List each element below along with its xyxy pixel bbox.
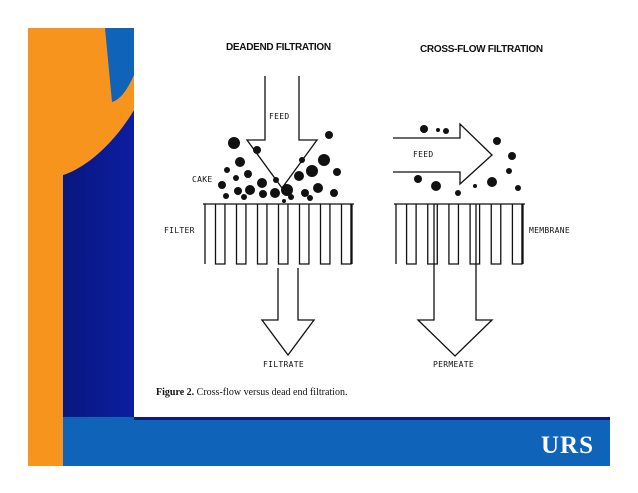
cake-particle bbox=[281, 184, 293, 196]
cake-particle bbox=[282, 199, 286, 203]
crossflow-particle bbox=[443, 128, 449, 134]
crossflow-particle bbox=[473, 184, 477, 188]
cake-particle bbox=[233, 175, 239, 181]
cake-particle bbox=[257, 178, 267, 188]
cake-particle bbox=[301, 189, 309, 197]
crossflow-feed-arrow bbox=[393, 122, 493, 186]
orange-left-band bbox=[28, 28, 63, 466]
filter-label: FILTER bbox=[164, 226, 195, 235]
figure-caption-prefix: Figure 2. bbox=[156, 387, 195, 398]
cake-particle bbox=[273, 177, 279, 183]
crossflow-particle bbox=[508, 152, 516, 160]
cake-particle bbox=[294, 171, 304, 181]
cake-particle bbox=[234, 187, 242, 195]
crossflow-particle bbox=[431, 181, 441, 191]
content-top-area bbox=[134, 28, 610, 107]
cake-particle bbox=[224, 167, 230, 173]
cake-particle bbox=[306, 165, 318, 177]
cake-particle bbox=[228, 137, 240, 149]
cake-particle bbox=[313, 183, 323, 193]
membrane-label: MEMBRANE bbox=[529, 226, 570, 235]
crossflow-particle bbox=[420, 125, 428, 133]
urs-logo: URS bbox=[541, 432, 595, 459]
cake-particle bbox=[241, 194, 247, 200]
cake-particle bbox=[244, 170, 252, 178]
cake-particle bbox=[325, 131, 333, 139]
crossflow-particle bbox=[414, 175, 422, 183]
filtrate-label: FILTRATE bbox=[263, 360, 304, 369]
crossflow-particles bbox=[414, 125, 521, 196]
crossflow-particle bbox=[487, 177, 497, 187]
cake-particle bbox=[223, 193, 229, 199]
blue-footer-band bbox=[63, 417, 610, 466]
figure-caption: Figure 2. Cross-flow versus dead end fil… bbox=[156, 387, 347, 398]
crossflow-title: CROSS-FLOW FILTRATION bbox=[420, 44, 543, 55]
cake-particle bbox=[235, 157, 245, 167]
cake-particle bbox=[307, 195, 313, 201]
crossflow-membrane bbox=[394, 203, 525, 265]
cake-particle bbox=[318, 154, 330, 166]
crossflow-particle bbox=[493, 137, 501, 145]
crossflow-particle bbox=[455, 190, 461, 196]
cake-particle bbox=[253, 146, 261, 154]
cake-label: CAKE bbox=[192, 175, 213, 184]
crossflow-particle bbox=[506, 168, 512, 174]
figure-caption-text: Cross-flow versus dead end filtration. bbox=[196, 387, 348, 398]
content-panel bbox=[134, 107, 610, 417]
cake-particle bbox=[299, 157, 305, 163]
cake-particle bbox=[245, 185, 255, 195]
crossflow-permeate-arrow bbox=[416, 204, 494, 357]
cake-particle bbox=[333, 168, 341, 176]
cake-particles bbox=[218, 131, 341, 203]
crossflow-particle bbox=[436, 128, 440, 132]
footer-divider bbox=[134, 417, 610, 420]
cake-particle bbox=[330, 189, 338, 197]
cake-particle bbox=[270, 188, 280, 198]
cake-particle bbox=[218, 181, 226, 189]
feed-label-right: FEED bbox=[413, 150, 434, 159]
cake-particle bbox=[259, 190, 267, 198]
deadend-filtrate-arrow bbox=[260, 268, 316, 357]
logo-backdrop bbox=[538, 430, 602, 458]
blue-swoosh-accent bbox=[105, 28, 134, 102]
deadend-title: DEADEND FILTRATION bbox=[226, 42, 331, 53]
feed-label-left: FEED bbox=[269, 112, 290, 121]
deadend-filter bbox=[203, 203, 354, 265]
permeate-label: PERMEATE bbox=[433, 360, 474, 369]
crossflow-particle bbox=[515, 185, 521, 191]
cake-particle bbox=[288, 194, 294, 200]
navy-left-panel bbox=[63, 110, 134, 420]
